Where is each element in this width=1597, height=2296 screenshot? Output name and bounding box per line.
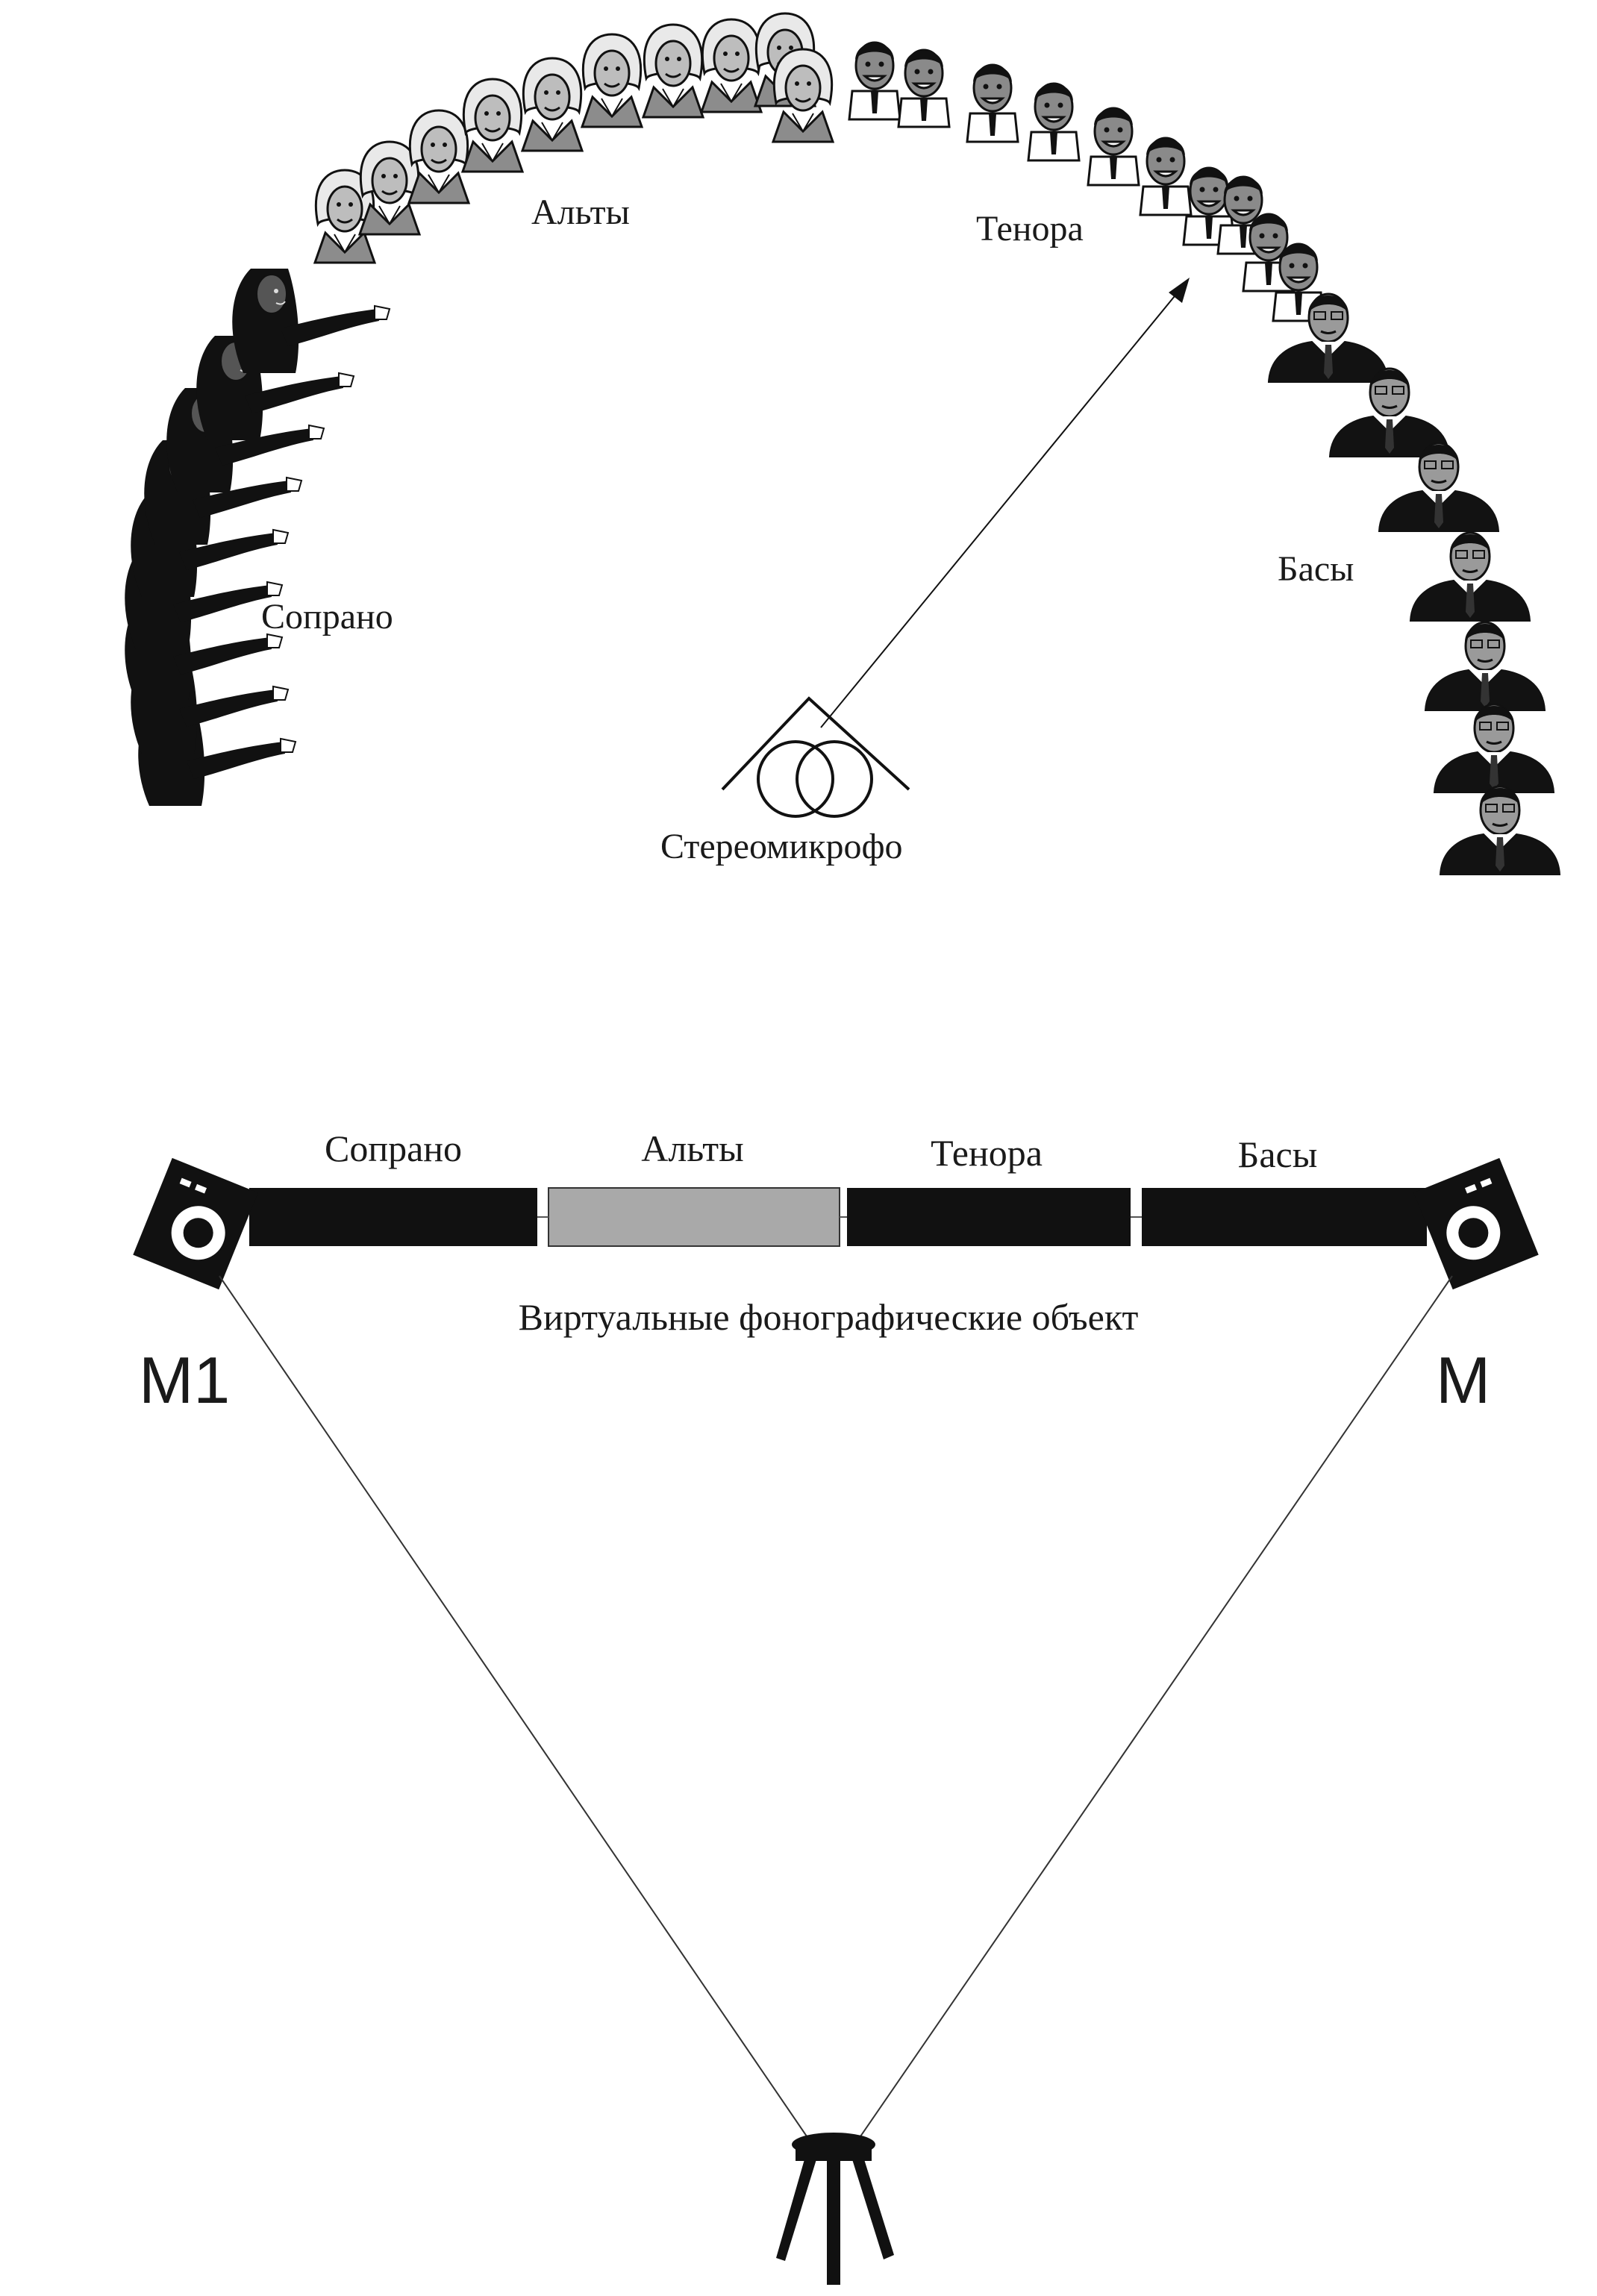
tenor-singer xyxy=(897,49,951,128)
segment-tenor xyxy=(847,1188,1131,1246)
pickup-arrow xyxy=(820,278,1190,728)
segment-label-soprano: Сопрано xyxy=(325,1127,462,1169)
alto-singer xyxy=(642,23,704,119)
choir-arc: Сопрано Альты Тенора Басы Стереомикрофо xyxy=(124,12,1561,876)
left-listening-line xyxy=(219,1275,817,2151)
bass-label: Басы xyxy=(1278,549,1354,589)
segment-alto xyxy=(548,1187,840,1247)
alto-singer xyxy=(772,48,834,143)
segment-soprano xyxy=(249,1188,537,1246)
microphone-label: Стереомикрофо xyxy=(660,827,903,866)
soprano-section xyxy=(124,268,390,807)
segment-label-tenor: Тенора xyxy=(931,1132,1043,1174)
bass-singer xyxy=(1424,621,1546,712)
segment-label-bass: Басы xyxy=(1238,1133,1318,1175)
virtual-stage: Сопрано Альты Тенора Басы Виртуальные фо… xyxy=(133,1127,1539,2285)
left-speaker-icon xyxy=(133,1157,258,1290)
bass-singer xyxy=(1439,785,1561,876)
bass-singer xyxy=(1433,703,1555,794)
sound-stage-bar xyxy=(249,1187,1427,1247)
soprano-label: Сопрано xyxy=(261,597,393,636)
alto-singer xyxy=(700,18,763,113)
tenor-singer xyxy=(1087,107,1140,187)
bass-singer xyxy=(1409,531,1531,622)
right-speaker-icon xyxy=(1413,1157,1539,1290)
tenor-singer xyxy=(966,63,1019,143)
segment-label-alto: Альты xyxy=(641,1127,743,1169)
alto-label: Альты xyxy=(531,193,630,232)
alto-singer xyxy=(461,78,524,173)
stereo-microphone-icon xyxy=(721,696,910,818)
segment-bass xyxy=(1142,1188,1427,1246)
tenor-section xyxy=(848,41,1325,322)
alto-singer xyxy=(521,57,584,152)
tenor-singer xyxy=(1139,137,1193,216)
tenor-singer xyxy=(1027,82,1081,162)
alto-singer xyxy=(407,109,470,204)
soprano-singer xyxy=(231,268,390,374)
listener-stool-icon xyxy=(776,2133,894,2285)
right-monitor-label: M xyxy=(1436,1343,1490,1417)
left-monitor-label: M1 xyxy=(139,1343,230,1417)
tenor-singer xyxy=(848,41,901,121)
right-listening-line xyxy=(850,1275,1453,2151)
tenor-label: Тенора xyxy=(976,209,1084,248)
virtual-objects-caption: Виртуальные фонографические объект xyxy=(519,1296,1139,1338)
alto-singer xyxy=(581,33,643,128)
